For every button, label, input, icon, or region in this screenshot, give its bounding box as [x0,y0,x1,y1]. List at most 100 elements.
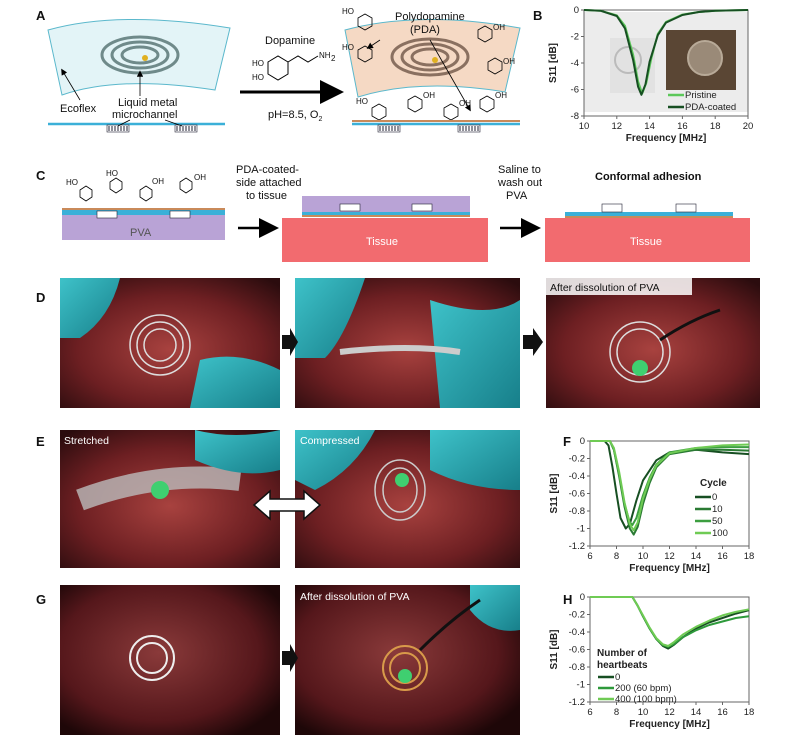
svg-text:HO: HO [106,169,118,178]
y-tick-label: -4 [571,58,579,69]
svg-text:NH: NH [319,51,331,60]
x-tick-label: 18 [710,121,721,132]
panel-label-c: C [36,168,46,183]
result-label: Conformal adhesion [595,171,702,183]
x-axis-label: Frequency [MHz] [626,133,707,144]
series-line-100 [590,440,750,532]
legend-entry: 0 [615,672,620,683]
x-tick-label: 12 [664,707,675,718]
x-tick-label: 20 [743,121,754,132]
svg-text:wash out: wash out [497,177,542,189]
legend-entry: 0 [712,492,717,503]
panel-label-h: H [563,592,572,607]
condition-label: pH=8.5, O2 [268,109,322,123]
arrow-icon [523,328,543,356]
photo-e1-caption: Stretched [64,435,109,447]
y-tick-label: -0.2 [569,610,585,621]
step2-label: Saline to [498,164,541,176]
x-tick-label: 12 [664,551,675,562]
y-tick-label: -2 [571,32,579,43]
x-tick-label: 16 [677,121,688,132]
svg-text:PVA: PVA [506,190,528,202]
svg-text:OH: OH [493,23,505,32]
legend-entry: 50 [712,516,723,527]
series-line-400-100-bpm- [590,596,750,647]
panel-d-photos: After dissolution of PVA [60,278,760,408]
double-arrow-icon [252,489,322,521]
panel-label-f: F [563,434,571,449]
svg-text:OH: OH [459,99,471,108]
series-line-pda-coated [583,9,749,96]
y-tick-label: -0.6 [569,489,585,500]
x-tick-label: 8 [614,551,619,562]
legend-entry: 400 (100 bpm) [615,694,677,705]
x-tick-label: 16 [717,551,728,562]
legend-entry: 200 (60 bpm) [615,683,672,694]
svg-text:OH: OH [152,177,164,186]
y-tick-label: -8 [571,111,579,122]
y-tick-label: 0 [574,5,579,16]
step1-label: PDA-coated- [236,164,299,176]
legend-title: heartbeats [597,660,648,671]
svg-text:HO: HO [252,73,264,82]
y-tick-label: -0.8 [569,662,585,673]
svg-text:OH: OH [194,173,206,182]
x-tick-label: 14 [691,707,702,718]
y-tick-label: -1.2 [569,697,585,708]
pda-label: Polydopamine [395,11,465,23]
y-tick-label: -0.6 [569,645,585,656]
x-axis-label: Frequency [MHz] [629,563,710,574]
catechol-groups [357,13,503,121]
y-axis-label: S11 [dB] [549,473,560,513]
y-tick-label: -0.4 [569,627,585,638]
photo-g2-caption: After dissolution of PVA [300,591,410,603]
ecoflex-sheet [47,19,231,96]
tissue-block [282,218,488,262]
svg-text:side attached: side attached [236,177,301,189]
panel-g-photos: After dissolution of PVA [60,585,520,735]
x-tick-label: 16 [717,707,728,718]
y-tick-label: 0 [580,436,585,447]
panel-label-a: A [36,8,46,23]
pva-label: PVA [130,227,152,239]
pva-layer [62,215,225,240]
legend-title: Cycle [700,478,727,489]
arrow-icon [282,328,298,356]
y-tick-label: -1.2 [569,541,585,552]
y-axis-label: S11 [dB] [549,629,560,669]
tissue-label: Tissue [366,236,398,248]
ecoflex-label: Ecoflex [60,103,97,115]
y-tick-label: -0.4 [569,471,585,482]
x-tick-label: 6 [587,551,592,562]
legend-title: Number of [597,648,648,659]
pda-coated-sheet [344,19,521,98]
svg-text:HO: HO [342,43,354,52]
x-tick-label: 8 [614,707,619,718]
x-tick-label: 14 [691,551,702,562]
liquid-metal-label-2: microchannel [112,109,177,121]
panel-e-photos: Stretched Compressed [60,430,520,568]
svg-text:HO: HO [356,97,368,106]
x-axis-label: Frequency [MHz] [629,719,710,730]
y-tick-label: -0.2 [569,454,585,465]
x-tick-label: 14 [644,121,655,132]
y-tick-label: -6 [571,85,579,96]
svg-text:OH: OH [503,57,515,66]
x-tick-label: 10 [638,707,649,718]
x-tick-label: 18 [744,707,755,718]
svg-text:OH: OH [423,91,435,100]
svg-text:HO: HO [342,7,354,16]
y-tick-label: -0.8 [569,506,585,517]
panel-label-b: B [533,8,542,23]
x-tick-label: 10 [638,551,649,562]
series-line-0 [590,596,750,650]
svg-text:2: 2 [331,54,336,63]
svg-text:HO: HO [252,59,264,68]
svg-text:Tissue: Tissue [630,236,662,248]
legend-entry: PDA-coated [685,102,736,113]
